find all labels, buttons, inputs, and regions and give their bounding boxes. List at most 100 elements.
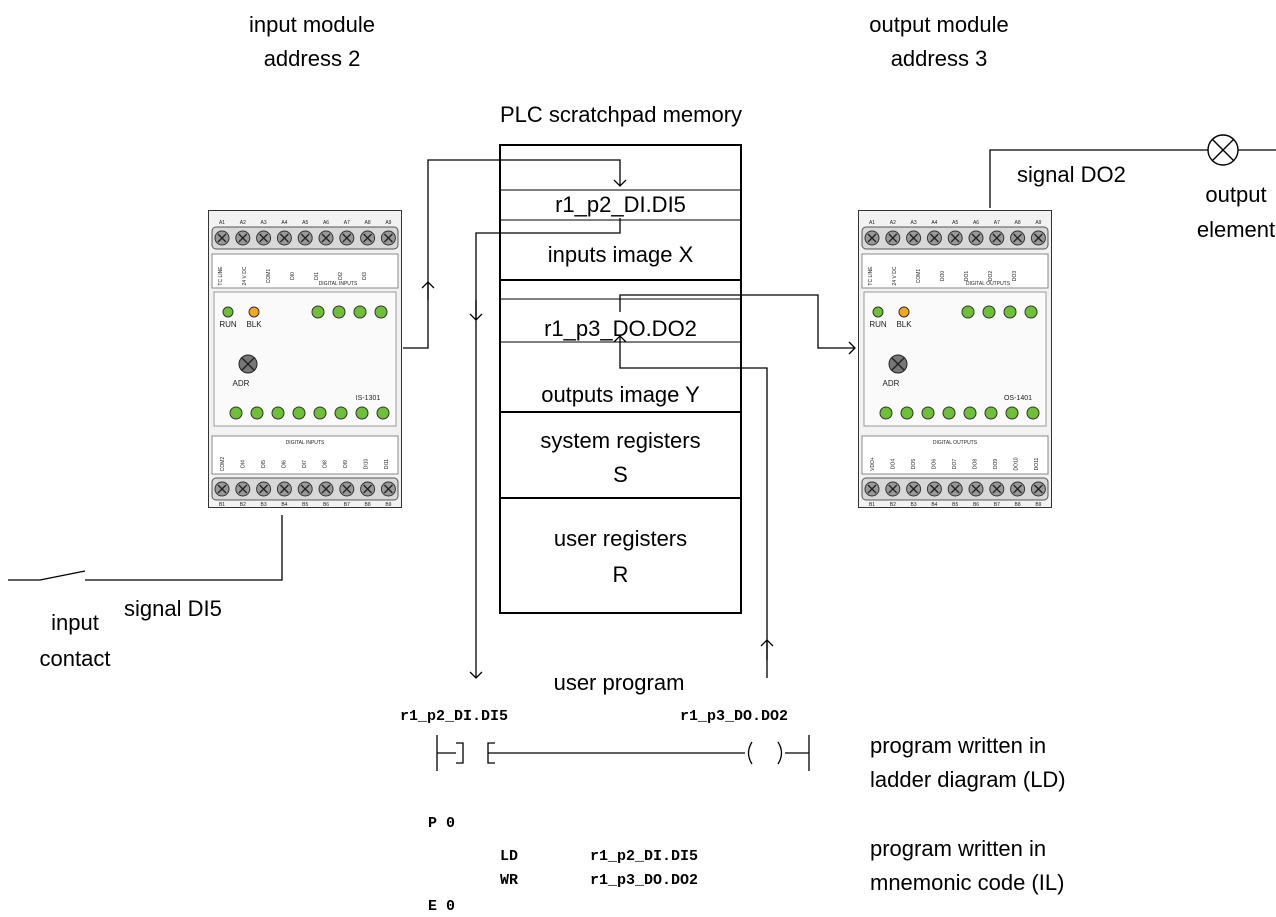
input-module-screw-terminal xyxy=(360,230,376,246)
input-module-led xyxy=(376,406,390,420)
input-module-led xyxy=(311,305,325,319)
input-module-run-led xyxy=(222,306,234,318)
output-module-top-signal: 24 V DC xyxy=(892,266,898,285)
output-element-label-1: output xyxy=(1205,182,1267,207)
input-module-model-label: IS-1301 xyxy=(356,395,381,402)
output-module-bottom-signal: DO11 xyxy=(1034,457,1040,470)
output-module-top-terminal-label: A4 xyxy=(931,220,937,226)
output-module-screw-terminal xyxy=(989,481,1005,497)
input-module-screw-terminal xyxy=(318,230,334,246)
signal-do2-label: signal DO2 xyxy=(1017,162,1126,187)
input-module-bottom-terminal-label: B8 xyxy=(365,502,371,508)
input-module-top-signal: DI3 xyxy=(362,272,368,280)
input-contact-label-2: contact xyxy=(39,646,111,671)
il-ld-op: LD xyxy=(500,848,519,865)
output-module-top-terminal-label: A2 xyxy=(890,220,896,226)
input-module-top-terminal-label: A5 xyxy=(302,220,308,226)
memory-user-registers-1: user registers xyxy=(553,526,688,551)
output-module-bottom-terminal-label: B5 xyxy=(952,502,958,508)
output-module-blk-led xyxy=(898,306,910,318)
input-module-screw-terminal xyxy=(276,230,292,246)
signal-di5-label: signal DI5 xyxy=(124,596,222,621)
output-module-bottom-terminal-label: B7 xyxy=(994,502,1000,508)
memory-outputs-image: outputs image Y xyxy=(541,382,700,407)
output-module-top-signal: DO1 xyxy=(964,271,970,282)
output-module-top-signal: TC LINE xyxy=(868,266,874,286)
output-module-bottom-signal: DO5 xyxy=(911,459,917,470)
output-module-top-signal: COM1 xyxy=(916,269,922,284)
output-module-screw-terminal xyxy=(947,481,963,497)
input-module-bottom-terminal-label: B3 xyxy=(261,502,267,508)
output-module-led xyxy=(900,406,914,420)
input-module-screw-terminal xyxy=(256,230,272,246)
output-module-led xyxy=(921,406,935,420)
input-module-top-signal: DI1 xyxy=(314,272,320,280)
memory-title: PLC scratchpad memory xyxy=(499,102,743,127)
input-module-top-terminal-label: A8 xyxy=(365,220,371,226)
output-module-bottom-terminal-label: B3 xyxy=(911,502,917,508)
output-module-top-terminal-label: A9 xyxy=(1035,220,1041,226)
output-module-led xyxy=(982,305,996,319)
wire-contact-to-input xyxy=(85,515,283,581)
il-p0: P 0 xyxy=(428,815,456,832)
input-module-led xyxy=(229,406,243,420)
output-module-run-led xyxy=(872,306,884,318)
ladder-diagram xyxy=(436,735,810,771)
output-module-label-2: address 3 xyxy=(890,46,988,71)
il-ld-arg: r1_p2_DI.DI5 xyxy=(590,848,699,865)
output-module-bottom-signal: DO7 xyxy=(952,459,958,470)
input-module-top-signal: DI2 xyxy=(338,272,344,280)
output-module-screw-terminal xyxy=(926,230,942,246)
input-module-bottom-signal: DI7 xyxy=(302,460,308,468)
ladder-desc-1: program written in xyxy=(870,733,1047,758)
output-module-led xyxy=(963,406,977,420)
wire-memory-to-output xyxy=(619,294,856,355)
input-module-bottom-signal: DI10 xyxy=(364,459,370,470)
output-element-label-2: element xyxy=(1196,217,1276,242)
output-module-top-strip-label: DIGITAL OUTPUTS xyxy=(966,281,1011,287)
output-module-screw-terminal xyxy=(968,230,984,246)
output-module-screw-terminal xyxy=(968,481,984,497)
output-module-bottom-terminal-label: B9 xyxy=(1035,502,1041,508)
output-module-blk-label: BLK xyxy=(896,320,912,329)
input-module-bottom-signal: DI5 xyxy=(261,460,267,468)
input-module-bottom-terminal-label: B1 xyxy=(219,502,225,508)
input-module-screw-terminal xyxy=(360,481,376,497)
output-module-screw-terminal xyxy=(885,230,901,246)
output-module-screw-terminal xyxy=(1030,481,1046,497)
input-module-bottom-terminal-label: B9 xyxy=(385,502,391,508)
input-module-bottom-terminal-label: B4 xyxy=(281,502,287,508)
input-contact-label-1: input xyxy=(51,610,99,635)
wire-input-to-memory xyxy=(403,159,627,349)
output-module-led xyxy=(879,406,893,420)
input-module-bottom-terminal-label: B7 xyxy=(344,502,350,508)
input-module-screw-terminal xyxy=(339,230,355,246)
input-module-label-1: input module xyxy=(249,12,375,37)
memory-system-registers-1: system registers xyxy=(540,428,701,453)
output-module-top-terminal-label: A6 xyxy=(973,220,979,226)
output-module-screw-terminal xyxy=(1010,230,1026,246)
input-module-screw-terminal xyxy=(214,230,230,246)
input-module-address-switch-icon xyxy=(238,354,258,374)
input-module-bottom-terminal-label: B5 xyxy=(302,502,308,508)
input-module-screw-terminal xyxy=(297,230,313,246)
il-desc-1: program written in xyxy=(870,836,1047,861)
input-module-screw-terminal xyxy=(256,481,272,497)
output-module-top-signal: DO3 xyxy=(1012,271,1018,282)
output-module-led xyxy=(942,406,956,420)
output-module-top-signal: DO0 xyxy=(940,271,946,282)
output-module-adr-label: ADR xyxy=(883,379,900,388)
output-module-bottom-terminal-label: B2 xyxy=(890,502,896,508)
input-module-top-signal: 24 V DC xyxy=(242,266,248,285)
input-module-bottom-signal: DI9 xyxy=(343,460,349,468)
input-module-run-label: RUN xyxy=(219,320,237,329)
input-module-led xyxy=(292,406,306,420)
output-module-led xyxy=(1026,406,1040,420)
output-module-bottom-signal: DO9 xyxy=(993,459,999,470)
output-module-bottom-terminal-label: B4 xyxy=(931,502,937,508)
input-module-led xyxy=(355,406,369,420)
input-module-screw-terminal xyxy=(318,481,334,497)
